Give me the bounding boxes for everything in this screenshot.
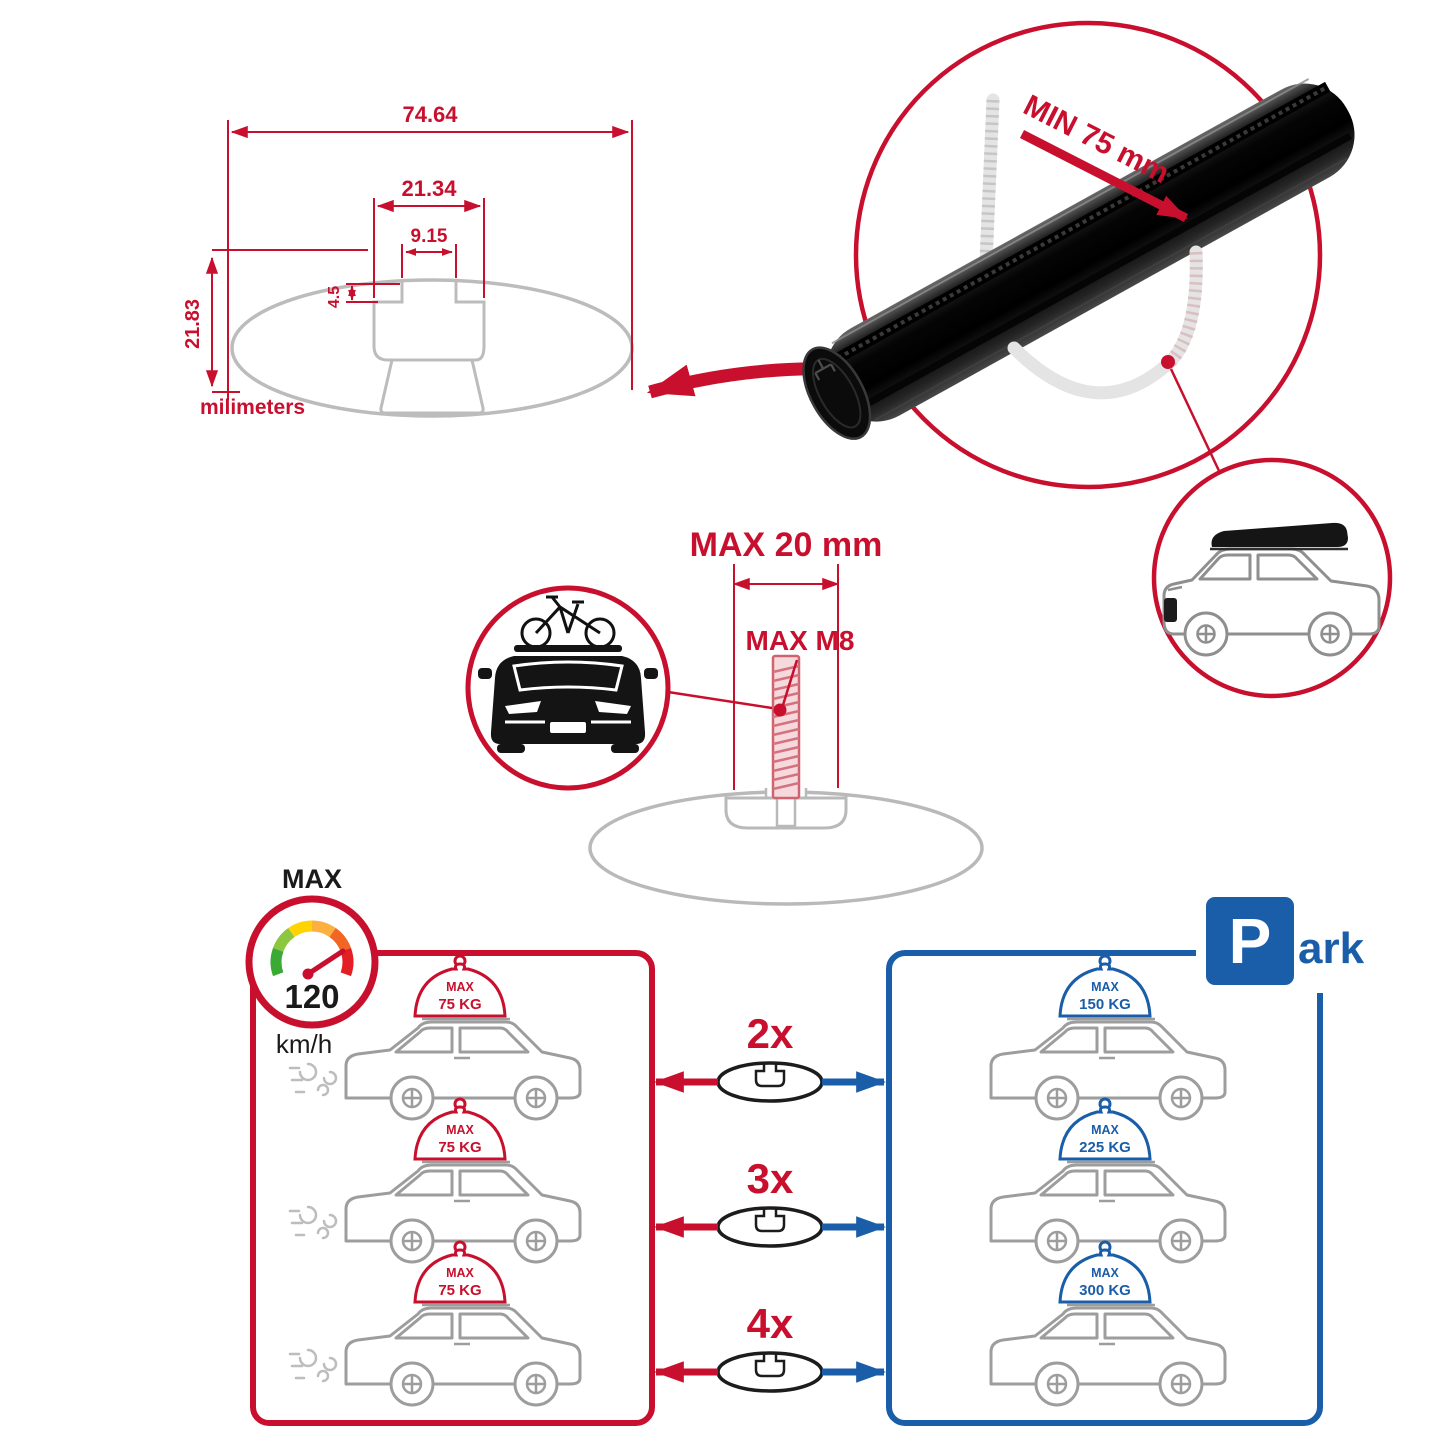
crossbar-profile-icon bbox=[716, 1206, 824, 1248]
right-headlight bbox=[595, 701, 631, 714]
max-bolt-length-label: MAX 20 mm bbox=[690, 526, 883, 564]
channel-base bbox=[379, 359, 485, 415]
left-headlight bbox=[505, 701, 541, 714]
dim-total-width: 74.64 bbox=[402, 102, 458, 127]
suv-with-roofbox-illustration bbox=[1162, 522, 1381, 657]
crossbar-profile-icon bbox=[716, 1061, 824, 1103]
load-max-label: MAX bbox=[1091, 980, 1119, 994]
load-value: 300 KG bbox=[1079, 1282, 1131, 1299]
load-max-label: MAX bbox=[446, 1123, 474, 1137]
bike-car-circle bbox=[465, 585, 671, 791]
speed-unit-label: km/h bbox=[276, 1029, 332, 1059]
load-value: 150 KG bbox=[1079, 996, 1131, 1013]
dim-total-height: 21.83 bbox=[182, 299, 204, 349]
dim-channel-width: 21.34 bbox=[401, 176, 457, 201]
units-label: milimeters bbox=[200, 396, 305, 419]
extension-lines-slot bbox=[401, 244, 457, 278]
count-label-2x: 2x bbox=[747, 1010, 794, 1057]
load-value: 75 KG bbox=[438, 1139, 481, 1156]
roof-crossbar bbox=[514, 645, 622, 652]
bolt-spec-diagram: MAX 20 mm MAX M8 bbox=[588, 526, 984, 906]
gauge-needle bbox=[305, 948, 346, 977]
count-label-3x: 3x bbox=[747, 1155, 794, 1202]
leader-dot bbox=[773, 703, 787, 717]
parking-sign-letter: P bbox=[1229, 905, 1272, 977]
thread-leader-line bbox=[781, 659, 799, 706]
threaded-bolt bbox=[771, 654, 801, 800]
extension-lines-width bbox=[227, 120, 633, 400]
roofbox-suv-circle bbox=[1151, 457, 1393, 699]
profile-dimension-diagram: 74.64 21.34 9.15 4.5 21.83 milimeters bbox=[182, 102, 634, 419]
slot-walls bbox=[764, 788, 808, 798]
speed-value: 120 bbox=[284, 978, 339, 1015]
parking-panel: MAX 150 KG MAX 225 KG MAX 300 KG bbox=[989, 954, 1227, 1407]
t-slot-channel bbox=[372, 282, 486, 362]
bar-count-column: 2x 3x 4x bbox=[653, 1010, 887, 1393]
load-max-label: MAX bbox=[1091, 1266, 1119, 1280]
extension-lines-bolt bbox=[733, 564, 839, 790]
u-bolt-lower-stirrup bbox=[1007, 245, 1203, 400]
load-max-label: MAX bbox=[1091, 1123, 1119, 1137]
crossbar-body bbox=[826, 83, 1355, 422]
extension-lines-lip bbox=[346, 283, 400, 303]
min-clearance-arrow-icon bbox=[1019, 129, 1189, 223]
load-value: 75 KG bbox=[438, 996, 481, 1013]
load-max-label: MAX bbox=[446, 980, 474, 994]
load-max-label: MAX bbox=[446, 1266, 474, 1280]
attachment-point-dot bbox=[1161, 355, 1175, 369]
parking-sign-suffix: ark bbox=[1298, 924, 1365, 973]
right-mirror bbox=[644, 668, 658, 679]
speedometer-icon bbox=[245, 895, 379, 1029]
car-front-silhouette bbox=[478, 656, 658, 753]
speed-max-label: MAX bbox=[282, 864, 342, 894]
left-mirror bbox=[478, 668, 492, 679]
driving-panel: MAX 75 KG MAX 75 KG MAX 75 KG bbox=[288, 954, 582, 1407]
u-bolt-upper-rod bbox=[979, 93, 1000, 269]
extension-lines-height bbox=[212, 249, 368, 393]
dim-lip-depth: 4.5 bbox=[326, 286, 343, 308]
parking-sign: P ark bbox=[1196, 889, 1372, 993]
crossbar-3d-render bbox=[802, 78, 1355, 440]
roof-cargo-box bbox=[1211, 522, 1348, 547]
max-thread-label: MAX M8 bbox=[746, 625, 855, 656]
speed-limit-gauge: MAX 120 km/h bbox=[245, 864, 379, 1059]
circle-leader-line bbox=[667, 690, 773, 710]
extension-lines-channel bbox=[373, 198, 485, 298]
crossbar-profile-icon bbox=[716, 1351, 824, 1393]
parking-sign-square bbox=[1206, 897, 1294, 985]
count-label-4x: 4x bbox=[747, 1300, 794, 1347]
load-value: 75 KG bbox=[438, 1282, 481, 1299]
dim-slot-width: 9.15 bbox=[411, 226, 448, 247]
bolt-shaft-inside bbox=[775, 796, 797, 828]
windshield bbox=[512, 660, 624, 692]
gauge-arc bbox=[270, 920, 354, 977]
load-value: 225 KG bbox=[1079, 1139, 1131, 1156]
grille bbox=[1164, 598, 1177, 622]
crossbar-detail-circle: MIN 75 mm bbox=[802, 20, 1355, 490]
license-plate bbox=[550, 722, 586, 733]
detail-connector-line bbox=[1169, 368, 1222, 474]
rubber-channel-strip bbox=[829, 84, 1329, 364]
